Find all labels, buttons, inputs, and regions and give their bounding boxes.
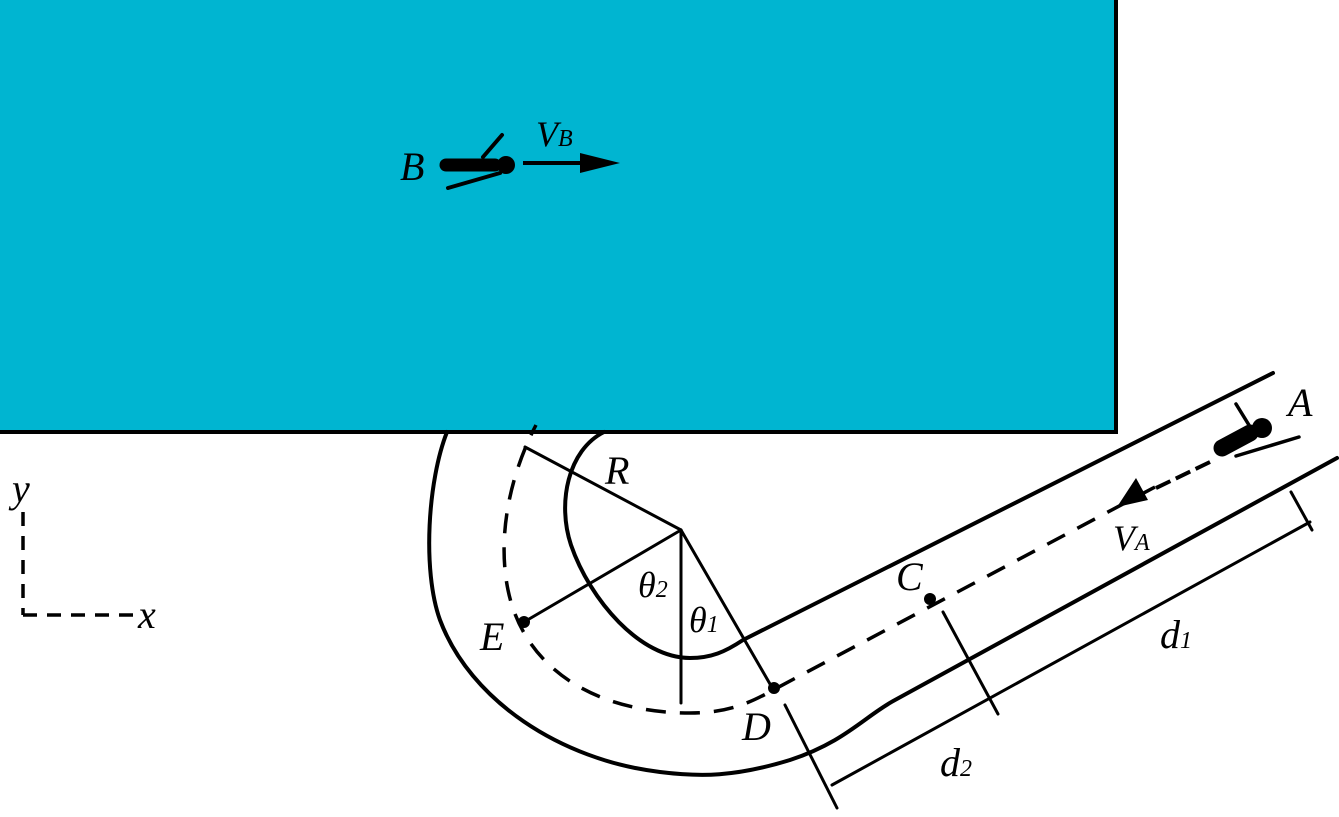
tick-d-left — [783, 703, 839, 810]
label-a: A — [1285, 380, 1313, 425]
point-e — [518, 616, 530, 628]
label-e: E — [479, 614, 504, 659]
label-c: C — [896, 554, 924, 599]
velocity-a-arrow — [1117, 460, 1211, 507]
ramp-center-path — [502, 424, 1156, 715]
label-b: B — [400, 144, 424, 189]
ramp-inner-boundary — [563, 371, 1275, 660]
label-d2: d2 — [940, 740, 972, 785]
label-vb: VB — [536, 114, 573, 154]
water-region — [0, 0, 1118, 434]
coordinate-axes — [21, 512, 135, 617]
swimmer-b-icon — [439, 133, 515, 190]
label-axis-y: y — [8, 466, 30, 511]
point-d — [768, 682, 780, 694]
runner-a-icon — [1213, 402, 1301, 458]
ramp-outer-boundary — [427, 430, 1339, 777]
radius-line-r — [523, 445, 683, 532]
label-theta2: θ2 — [638, 565, 668, 605]
radius-line-d — [679, 528, 772, 686]
point-c — [924, 593, 936, 605]
label-va: VA — [1113, 518, 1150, 558]
dimension-line-d1 — [830, 520, 1312, 787]
velocity-b-arrow — [523, 153, 620, 173]
label-theta1: θ1 — [689, 600, 719, 640]
label-r: R — [604, 448, 629, 493]
radius-line-e — [522, 528, 683, 624]
label-axis-x: x — [137, 592, 156, 637]
label-d: D — [741, 704, 771, 749]
label-d1: d1 — [1160, 612, 1192, 657]
